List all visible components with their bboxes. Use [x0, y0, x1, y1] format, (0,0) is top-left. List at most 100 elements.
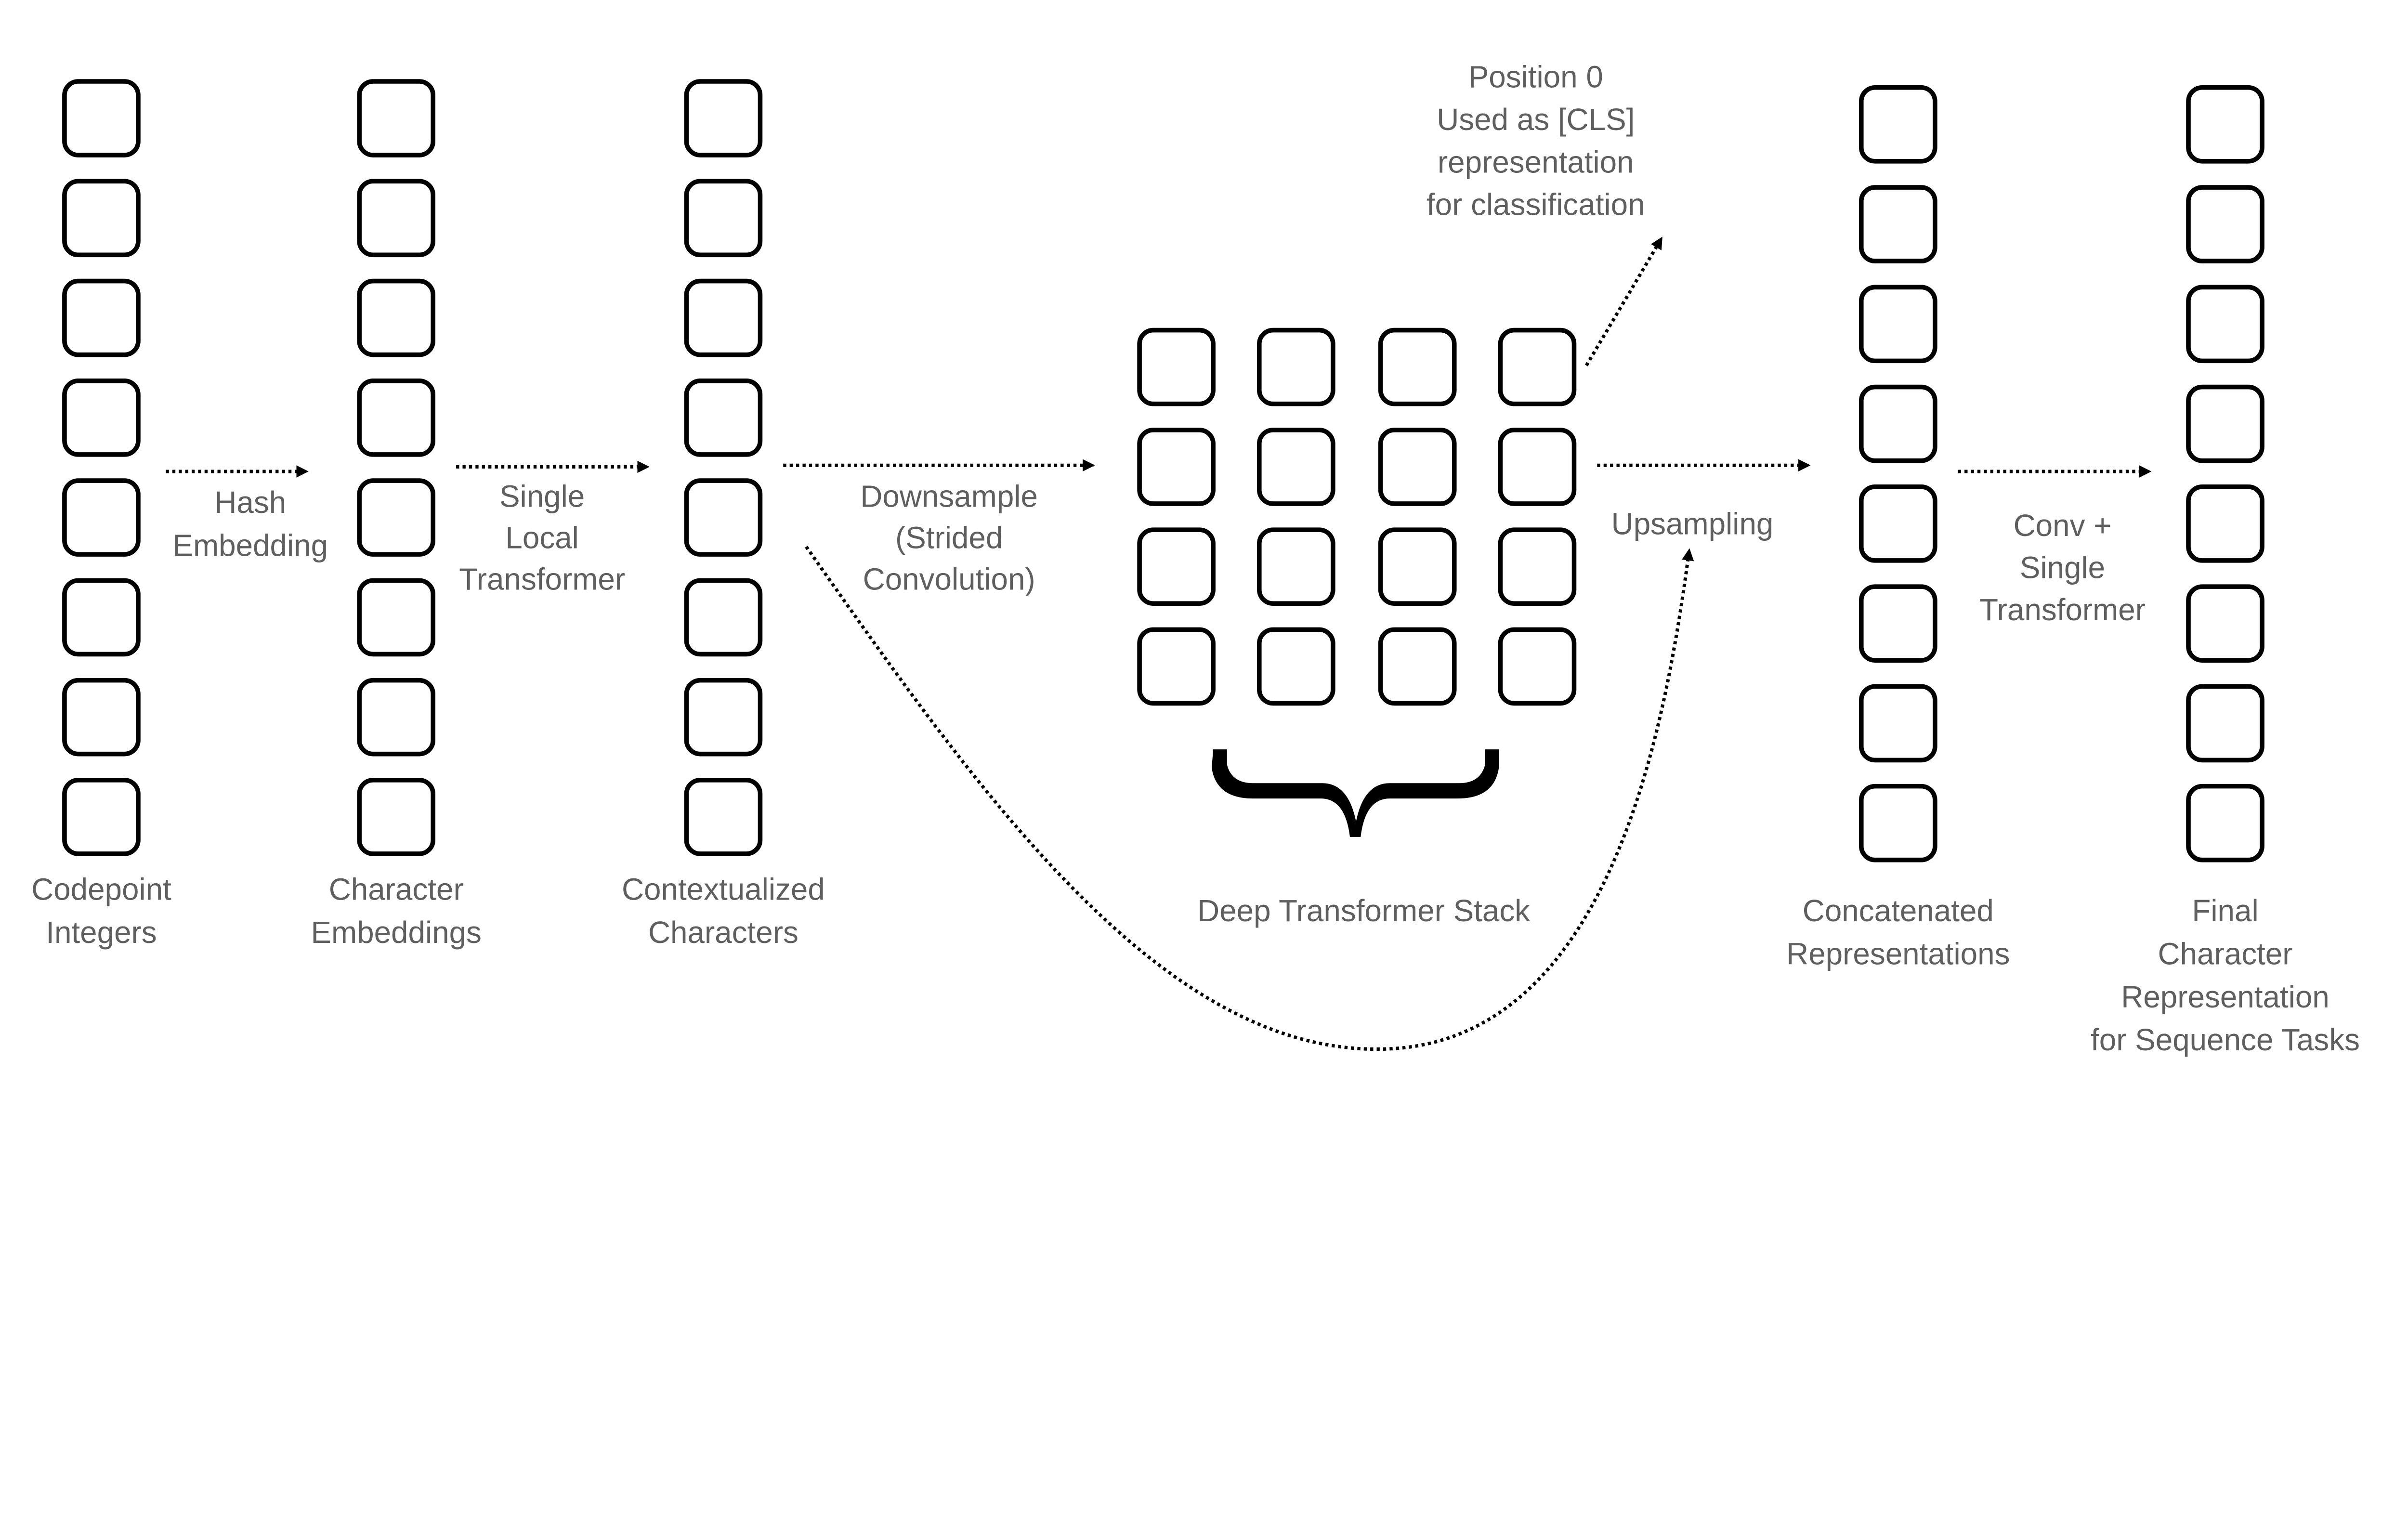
stack-cell — [1257, 327, 1335, 406]
cls-note-line: representation — [1438, 144, 1634, 179]
column-cell — [357, 478, 436, 557]
column-cell — [357, 278, 436, 357]
column-label-line: for Sequence Tasks — [2091, 1022, 2360, 1057]
column-2 — [357, 79, 436, 856]
stack-cell — [1137, 428, 1216, 506]
stack-cell — [1378, 527, 1457, 606]
canine-architecture-diagram: CodepointIntegersCharacterEmbeddingsCont… — [31, 60, 2360, 1057]
cls-note: Position 0 Used as [CLS] representation for… — [1426, 60, 1645, 222]
column-cell — [1859, 384, 1937, 463]
column-cell — [1859, 584, 1937, 663]
column-cell — [62, 478, 141, 557]
column-cell — [1859, 784, 1937, 863]
cls-note-line: Position 0 — [1468, 60, 1603, 94]
column-cell — [684, 79, 763, 157]
column-label-line: Embeddings — [311, 915, 481, 950]
brace — [1211, 749, 1499, 837]
column-cell — [1859, 285, 1937, 364]
column-cell — [62, 179, 141, 258]
column-label-line: Concatenated — [1803, 893, 1994, 928]
column-1 — [62, 79, 141, 856]
column-label-line: Representation — [2121, 980, 2329, 1014]
column-label-line: Character — [329, 872, 464, 907]
stack-cell — [1378, 327, 1457, 406]
column-cell — [357, 79, 436, 157]
arrow-label-line: Local — [505, 520, 578, 555]
column-cell — [62, 578, 141, 657]
column-5 — [2186, 85, 2264, 863]
column-cell — [684, 778, 763, 856]
column-cell — [62, 778, 141, 856]
cls-note-line: for classification — [1426, 187, 1645, 222]
column-label-line: Characters — [648, 915, 798, 950]
stack-cell — [1137, 327, 1216, 406]
column-label-line: Contextualized — [622, 872, 825, 907]
column-label-line: Representations — [1786, 937, 2010, 971]
column-cell — [684, 278, 763, 357]
column-label-line: Integers — [46, 915, 157, 950]
column-cell — [2186, 384, 2264, 463]
column-cell — [2186, 285, 2264, 364]
stack-cell — [1257, 428, 1335, 506]
column-cell — [62, 678, 141, 757]
column-cell — [2186, 185, 2264, 263]
column-cell — [684, 678, 763, 757]
stack-cell — [1257, 527, 1335, 606]
column-3 — [684, 79, 763, 856]
column-cell — [684, 578, 763, 657]
arrow-cls — [1584, 236, 1663, 366]
column-cell — [1859, 684, 1937, 763]
stack-cell — [1137, 527, 1216, 606]
column-cell — [357, 179, 436, 258]
arrow-label-line: (Strided — [895, 520, 1003, 555]
arrow-label-line: Transformer — [1979, 592, 2146, 627]
stack-cell — [1257, 627, 1335, 706]
column-cell — [357, 678, 436, 757]
arrow-label-line: Upsampling — [1611, 507, 1774, 541]
stack-cell — [1378, 428, 1457, 506]
column-cell — [1859, 85, 1937, 164]
stack-cell — [1498, 627, 1577, 706]
arrow-label-line: Conv + — [2014, 508, 2112, 543]
labels: CodepointIntegersCharacterEmbeddingsCont… — [31, 60, 2360, 1057]
columns — [62, 79, 2264, 863]
column-cell — [1859, 484, 1937, 563]
column-label-line: Codepoint — [31, 872, 171, 907]
column-cell — [357, 778, 436, 856]
arrow-label-line: Transformer — [459, 562, 625, 596]
column-cell — [2186, 684, 2264, 763]
column-label-line: Final — [2192, 893, 2258, 928]
arrow-label-line: Downsample — [860, 479, 1038, 513]
column-cell — [357, 578, 436, 657]
column-cell — [684, 179, 763, 258]
arrow-label-line: Hash — [214, 485, 286, 520]
column-cell — [2186, 484, 2264, 563]
column-cell — [2186, 584, 2264, 663]
column-cell — [684, 478, 763, 557]
stack-cell — [1498, 527, 1577, 606]
column-cell — [62, 79, 141, 157]
column-cell — [684, 379, 763, 457]
arrow-label: Upsampling — [1611, 507, 1774, 541]
column-cell — [2186, 784, 2264, 863]
stack-label: Deep Transformer Stack — [1197, 893, 1530, 928]
arrows — [166, 236, 2152, 1051]
cls-note-line: Used as [CLS] — [1437, 102, 1635, 137]
column-cell — [62, 379, 141, 457]
arrow-label-line: Single — [2020, 550, 2105, 585]
arrow-label-line: Convolution) — [863, 562, 1035, 596]
column-cell — [62, 278, 141, 357]
arrow-label-line: Embedding — [172, 528, 328, 562]
stack-cell — [1498, 327, 1577, 406]
column-label-line: Character — [2158, 937, 2293, 971]
stack-cell — [1137, 627, 1216, 706]
arrow-label-line: Single — [499, 479, 585, 513]
